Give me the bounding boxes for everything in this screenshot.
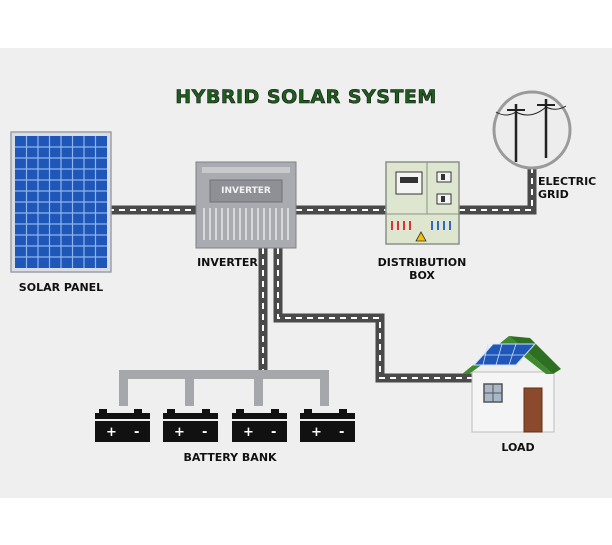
svg-text:+: + <box>311 425 322 440</box>
svg-text:+: + <box>174 425 185 440</box>
battery-bank-icon <box>119 370 329 406</box>
distribution-box-icon <box>385 161 460 245</box>
distribution-box-label-line2: BOX <box>409 269 435 282</box>
svg-text:+: + <box>106 425 117 440</box>
battery-icon: + - <box>232 409 287 442</box>
inverter-icon <box>195 161 297 249</box>
svg-text:-: - <box>339 425 344 440</box>
svg-text:-: - <box>271 425 276 440</box>
battery-bank-label: BATTERY BANK <box>183 451 277 464</box>
electric-grid-label-line1: ELECTRIC <box>538 175 597 188</box>
electric-grid-label-line2: GRID <box>538 188 569 201</box>
house-icon <box>462 336 561 433</box>
page-title: HYBRID SOLAR SYSTEM <box>175 86 437 109</box>
cables <box>108 168 537 383</box>
svg-text:+: + <box>243 425 254 440</box>
inverter-face-label: INVERTER <box>221 186 271 196</box>
load-label: LOAD <box>501 441 535 454</box>
battery-icon: + - <box>163 409 218 442</box>
inverter-label: INVERTER <box>197 256 258 269</box>
svg-text:-: - <box>202 425 207 440</box>
distribution-box-label-line1: DISTRIBUTION <box>377 256 467 269</box>
solar-panel-label: SOLAR PANEL <box>18 281 104 294</box>
solar-panel-icon <box>10 131 112 273</box>
svg-text:-: - <box>134 425 139 440</box>
utility-pole-icon <box>492 90 572 170</box>
battery-icon: + - <box>300 409 355 442</box>
battery-icon: + - <box>95 409 150 442</box>
